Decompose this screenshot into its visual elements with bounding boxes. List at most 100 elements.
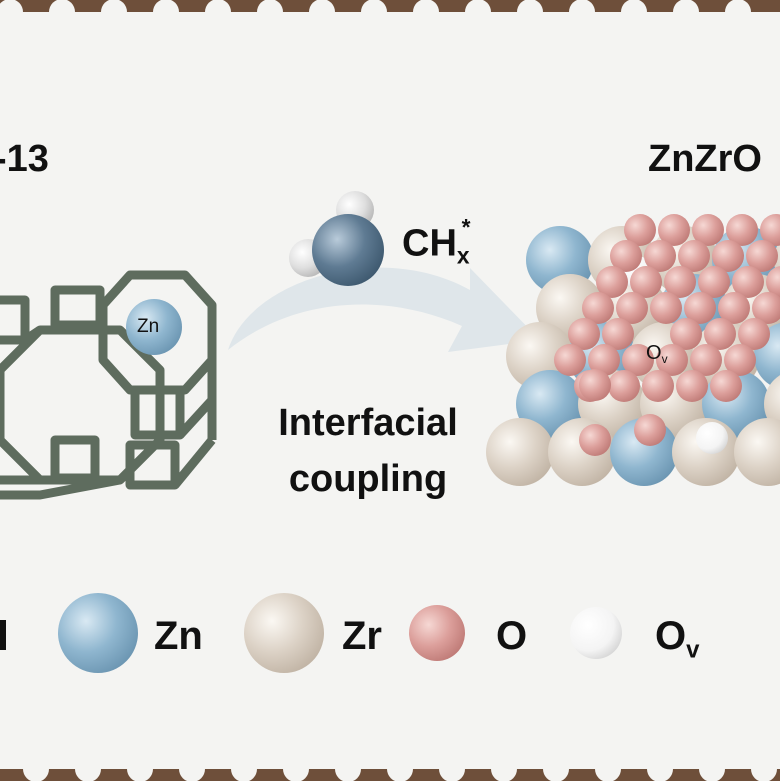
slab-o-atom — [704, 318, 736, 350]
border-scallop — [23, 756, 49, 781]
slab-o-atom — [610, 240, 642, 272]
zn-cage-label: Zn — [137, 316, 160, 337]
border-scallop — [439, 756, 465, 781]
vacancy-text: O — [646, 342, 662, 364]
slab-o-atom — [698, 266, 730, 298]
slab-o-atom — [676, 370, 708, 402]
border-scallop — [153, 0, 179, 25]
border-scallop — [751, 756, 777, 781]
border-scallop — [595, 756, 621, 781]
slab-o-atom — [726, 214, 758, 246]
border-scallop — [205, 0, 231, 25]
slab-o-atom — [642, 370, 674, 402]
slab-o-atom — [712, 240, 744, 272]
border-scallop — [49, 0, 75, 25]
vacancy-label: Ov — [646, 342, 668, 366]
border-scallop — [725, 0, 751, 25]
border-scallop — [699, 756, 725, 781]
border-scallop — [569, 0, 595, 25]
slab-zr-atom — [486, 418, 554, 486]
legend-ov-label: Ov — [655, 614, 699, 664]
slab-o-atom — [656, 344, 688, 376]
border-scallop — [621, 0, 647, 25]
border-scallop — [257, 0, 283, 25]
species-subscript: x — [456, 242, 470, 269]
slab-o-atom — [690, 344, 722, 376]
border-scallop — [361, 0, 387, 25]
slab-o-atom — [616, 292, 648, 324]
border-scallop — [647, 756, 673, 781]
border-scallop — [543, 756, 569, 781]
slab-o-atom — [724, 344, 756, 376]
border-scallop — [309, 0, 335, 25]
slab-o-atom — [622, 344, 654, 376]
left-title: -13 — [0, 138, 49, 180]
vacancy-subscript: v — [661, 352, 668, 367]
slab-o-atom — [568, 318, 600, 350]
bottom-border-scallops — [23, 756, 777, 781]
border-scallop — [231, 756, 257, 781]
slab-o-atom — [582, 292, 614, 324]
legend-zr-label: Zr — [342, 614, 382, 658]
slab-o-atom — [752, 292, 780, 324]
legend-ov-text: O — [655, 614, 687, 658]
slab-o-atom — [710, 370, 742, 402]
border-scallop — [465, 0, 491, 25]
arrow-caption-line1: Interfacial — [278, 402, 458, 444]
legend-ov-subscript: v — [686, 636, 700, 664]
slab-o-atom — [579, 424, 611, 456]
legend-o-sphere — [409, 605, 465, 661]
slab-o-atom — [658, 214, 690, 246]
legend-zr-sphere — [244, 593, 324, 673]
slab-o-atom — [766, 266, 780, 298]
border-scallop — [179, 756, 205, 781]
slab-o-atom — [644, 240, 676, 272]
slab-o-atom — [650, 292, 682, 324]
legend-ov-sphere — [570, 607, 622, 659]
slab-o-atom — [588, 344, 620, 376]
border-scallop — [283, 756, 309, 781]
border-scallop — [491, 756, 517, 781]
border-scallop — [101, 0, 127, 25]
slab-o-atom — [624, 214, 656, 246]
legend-o-label: O — [496, 614, 528, 658]
right-title: ZnZrO — [648, 138, 762, 180]
slab-o-atom — [634, 414, 666, 446]
border-scallop — [0, 0, 23, 25]
legend-zn-sphere — [58, 593, 138, 673]
border-scallop — [413, 0, 439, 25]
slab-o-atom — [678, 240, 710, 272]
zn-atom-in-cage — [126, 299, 182, 355]
slab-ov-site — [696, 422, 728, 454]
slab-o-atom — [718, 292, 750, 324]
border-scallop — [387, 756, 413, 781]
slab-o-atom — [760, 214, 780, 246]
zeolite-framework — [0, 270, 217, 500]
legend-zn-label: Zn — [154, 614, 203, 658]
slab-o-atom — [602, 318, 634, 350]
species-label: CHx* — [402, 214, 470, 269]
slab-o-atom — [732, 266, 764, 298]
species-text: CH — [402, 222, 457, 265]
border-scallop — [673, 0, 699, 25]
znzro-surface — [486, 214, 780, 486]
slab-o-atom — [579, 369, 611, 401]
border-scallop — [75, 756, 101, 781]
slab-o-atom — [684, 292, 716, 324]
slab-o-atom — [738, 318, 770, 350]
arrow-caption-line2: coupling — [288, 458, 448, 500]
slab-o-atom — [596, 266, 628, 298]
border-scallop — [517, 0, 543, 25]
coupling-arrow — [228, 267, 540, 352]
legend-cut-marker — [0, 620, 6, 650]
slab-o-atom — [746, 240, 778, 272]
border-scallop — [127, 756, 153, 781]
slab-o-atom — [670, 318, 702, 350]
top-border-scallops — [0, 0, 751, 25]
border-scallop — [335, 756, 361, 781]
slab-o-atom — [554, 344, 586, 376]
slab-o-atom — [608, 370, 640, 402]
species-superscript: * — [461, 214, 471, 240]
slab-o-atom — [630, 266, 662, 298]
